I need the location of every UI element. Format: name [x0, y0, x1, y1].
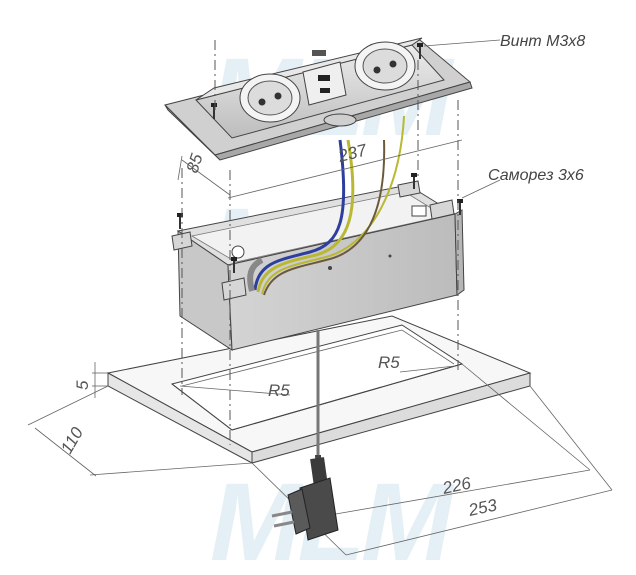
- socket-icon: [258, 98, 266, 106]
- dim-radius-right: R5: [378, 353, 400, 372]
- dim-thickness: 5: [73, 380, 92, 390]
- wire-bundle: [247, 115, 405, 296]
- socket-right: [354, 41, 416, 91]
- dim-plate-depth: 110: [57, 424, 87, 457]
- callout-screw: Винт М3х8: [500, 33, 585, 50]
- cable-gland: [323, 113, 357, 127]
- dim-plate-width: 253: [466, 495, 499, 520]
- power-plug-icon: [271, 477, 339, 541]
- socket-box: [171, 180, 465, 351]
- screw-icon: [177, 43, 463, 273]
- dim-depth-top: 85: [183, 151, 207, 175]
- dim-radius-left: R5: [268, 381, 290, 400]
- socket-left: [239, 73, 301, 123]
- usb-port-icon: [318, 75, 330, 81]
- projection-lines: [181, 40, 459, 445]
- usb-module: [302, 61, 347, 106]
- callout-self-tapping-screw: Саморез 3х6: [488, 167, 584, 184]
